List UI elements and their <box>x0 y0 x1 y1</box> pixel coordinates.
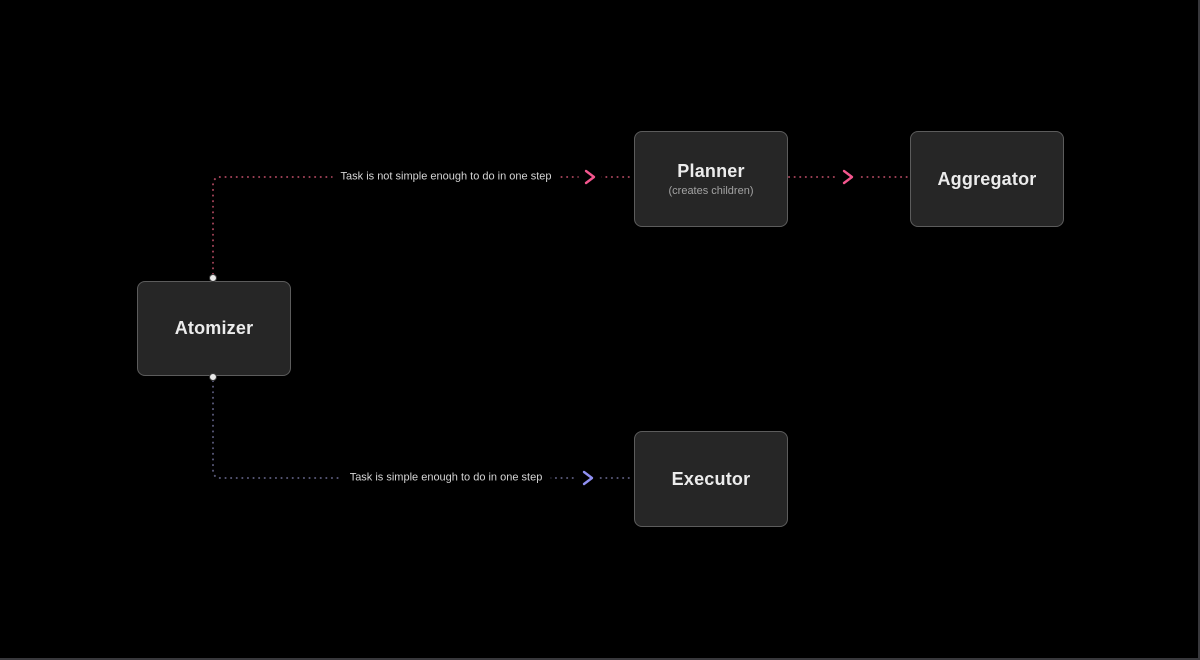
node-atomizer-label: Atomizer <box>174 318 254 339</box>
handle-atomizer-bottom[interactable] <box>209 373 217 381</box>
edge-label-simple: Task is simple enough to do in one step <box>341 469 551 487</box>
node-planner[interactable]: Planner (creates children) <box>634 131 788 227</box>
node-executor[interactable]: Executor <box>634 431 788 527</box>
handle-atomizer-top[interactable] <box>209 274 217 282</box>
edge-atomizer-executor[interactable] <box>212 380 634 479</box>
node-executor-label: Executor <box>671 468 751 489</box>
node-planner-sublabel: (creates children) <box>668 184 754 197</box>
edge-atomizer-planner[interactable] <box>212 176 634 275</box>
edge-planner-aggregator-arrow-icon <box>842 169 854 185</box>
node-planner-label: Planner <box>677 161 745 182</box>
node-atomizer[interactable]: Atomizer <box>137 281 291 376</box>
node-aggregator[interactable]: Aggregator <box>910 131 1064 227</box>
edge-label-not-simple: Task is not simple enough to do in one s… <box>332 168 560 186</box>
edge-atomizer-executor-arrow-icon <box>582 470 594 486</box>
node-aggregator-label: Aggregator <box>937 168 1037 189</box>
edge-atomizer-planner-arrow-icon <box>584 169 596 185</box>
